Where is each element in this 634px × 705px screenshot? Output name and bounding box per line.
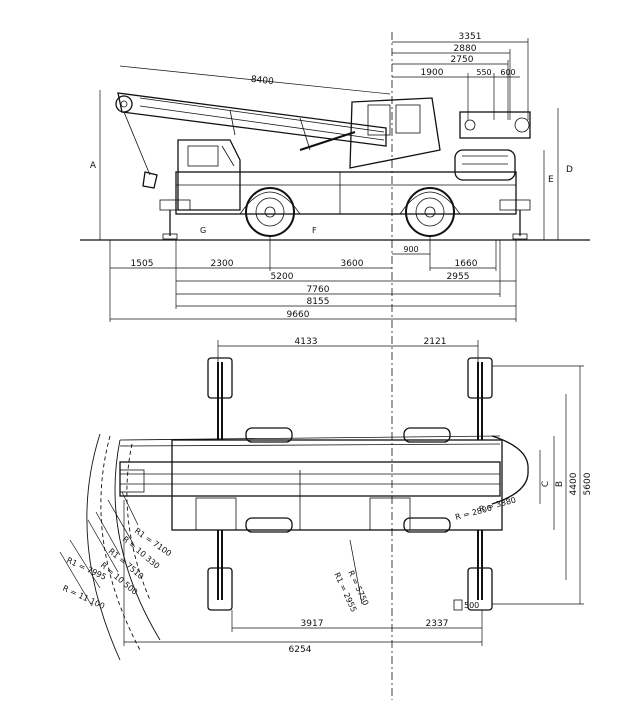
dim-6254: 6254: [289, 645, 312, 655]
radius-r-2800: R = 2800: [454, 503, 493, 521]
top-view: 4133 2121: [59, 337, 593, 661]
dim-3600: 3600: [341, 259, 364, 269]
dim-letter-b: B: [555, 481, 565, 487]
dim-letter-f: F: [312, 226, 317, 235]
dim-2300: 2300: [211, 259, 234, 269]
dim-600: 600: [500, 68, 515, 77]
carrier: [159, 139, 531, 240]
front-wheel: [245, 187, 295, 237]
dim-letter-g: G: [200, 226, 206, 235]
outriggers: [207, 357, 493, 611]
rear-wheel: [405, 187, 455, 237]
top-view-right-dimensions: 5600 4400 B C: [492, 365, 593, 605]
dim-letter-c: C: [541, 481, 551, 487]
dim-9660: 9660: [287, 310, 310, 320]
radius-leaders: R1 = 7100 R = 10 330 R1 = 7510 R = 10 50…: [59, 491, 517, 614]
dim-2955: 2955: [447, 272, 470, 282]
dim-letter-e: E: [548, 175, 554, 185]
radius-r-11100: R = 11 100: [61, 584, 106, 611]
side-vertical-dimensions: A D E F G: [90, 90, 573, 240]
boom: [115, 92, 387, 189]
side-view: 3351 2880 2750 1900 550 600 8400 A D E F…: [80, 32, 590, 700]
dim-3351: 3351: [459, 32, 482, 42]
dim-8155: 8155: [307, 297, 330, 307]
dim-2337: 2337: [426, 619, 449, 629]
top-view-bottom-dimensions: 3917 2337 6254: [123, 500, 483, 655]
dim-2880: 2880: [454, 44, 477, 54]
dim-1660: 1660: [455, 259, 478, 269]
dim-letter-d: D: [566, 165, 573, 175]
side-bottom-dimensions: 1505 2300 3600 900 1660 5200 2955 7760 8…: [109, 236, 517, 322]
dim-1900: 1900: [421, 68, 444, 78]
dim-7760: 7760: [307, 285, 330, 295]
dim-500: 500: [464, 601, 479, 610]
dim-3917: 3917: [301, 619, 324, 629]
dim-2750: 2750: [451, 55, 474, 65]
dim-5600: 5600: [583, 472, 593, 495]
top-view-top-dimensions: 4133 2121: [217, 337, 479, 362]
pad-dimension: 500: [453, 599, 479, 611]
superstructure: [299, 97, 531, 181]
side-top-dimensions: 3351 2880 2750 1900 550 600 8400: [119, 32, 529, 120]
dim-1505: 1505: [131, 259, 154, 269]
dim-8400: 8400: [250, 75, 274, 87]
dim-4133: 4133: [295, 337, 318, 347]
dim-letter-a: A: [90, 161, 97, 171]
dim-900: 900: [403, 245, 418, 254]
swing-arcs: [86, 433, 161, 661]
dim-550: 550: [476, 68, 491, 77]
dim-5200: 5200: [271, 272, 294, 282]
dim-2121: 2121: [424, 337, 447, 347]
dim-4400: 4400: [569, 472, 579, 495]
carrier-top: [119, 427, 529, 533]
